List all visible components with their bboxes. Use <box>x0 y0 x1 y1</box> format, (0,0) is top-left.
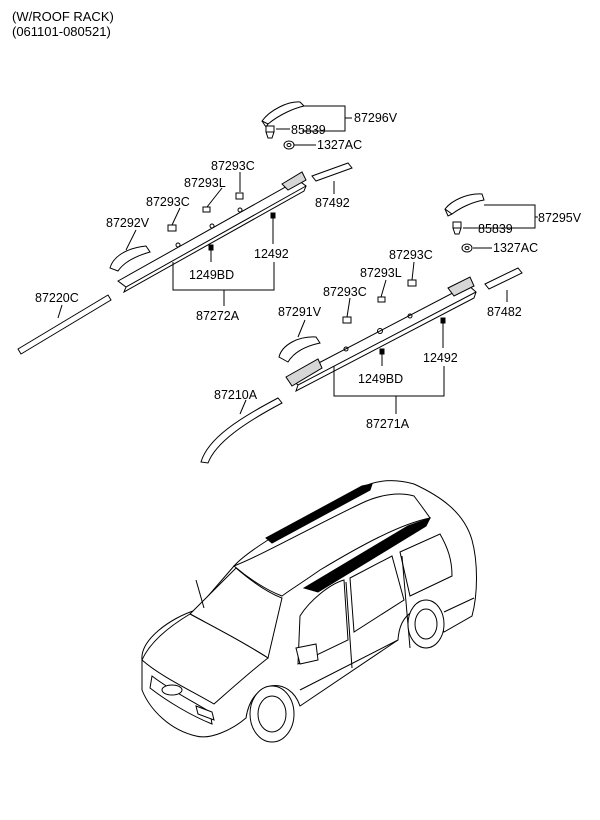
label-1249bd-upper: 1249BD <box>189 268 234 282</box>
part-85839-clip-lower <box>452 221 462 235</box>
label-85839-upper: 85839 <box>291 123 326 137</box>
label-87291v: 87291V <box>278 305 322 319</box>
label-87293l-2: 87293L <box>360 266 402 280</box>
label-1249bd-lower: 1249BD <box>358 372 403 386</box>
label-1327ac-upper: 1327AC <box>317 138 362 152</box>
part-87293c-cap-1 <box>235 192 244 200</box>
label-87293l-1: 87293L <box>184 176 226 190</box>
label-87292v: 87292V <box>106 216 150 230</box>
label-87482: 87482 <box>487 305 522 319</box>
part-87295v-cover <box>444 193 485 215</box>
part-87293l-cap-2 <box>377 296 386 303</box>
label-87272a: 87272A <box>196 309 240 323</box>
part-87271a-rail <box>285 276 477 393</box>
label-12492-upper: 12492 <box>254 247 289 261</box>
label-87296v: 87296V <box>354 111 398 125</box>
label-12492-lower: 12492 <box>423 351 458 365</box>
part-87293c-cap-2 <box>167 224 177 232</box>
part-87220c-moulding <box>17 294 112 355</box>
part-1327ac-nut-upper <box>283 140 295 150</box>
part-1249bd-bolt-upper <box>208 244 214 262</box>
part-12492-bolt-upper <box>270 212 276 228</box>
part-87293c-cap-4 <box>342 316 352 324</box>
label-87271a: 87271A <box>366 417 410 431</box>
header-line-2: (061101-080521) <box>12 24 111 39</box>
label-87492: 87492 <box>315 196 350 210</box>
part-87482-pad <box>484 267 523 290</box>
label-87293c-4: 87293C <box>323 285 367 299</box>
part-87293l-cap-1 <box>202 206 211 213</box>
part-87210a-moulding <box>200 397 283 464</box>
label-87210a: 87210A <box>214 388 258 402</box>
label-1327ac-lower: 1327AC <box>493 241 538 255</box>
label-87293c-3: 87293C <box>389 248 433 262</box>
label-87220c: 87220C <box>35 291 79 305</box>
part-1327ac-nut-lower <box>461 243 473 253</box>
header-line-1: (W/ROOF RACK) <box>12 9 114 24</box>
part-87291v-end-cap <box>278 336 321 363</box>
part-87293c-cap-3 <box>407 279 417 287</box>
label-87293c-2: 87293C <box>146 195 190 209</box>
part-1249bd-bolt-lower <box>379 348 385 366</box>
vehicle-illustration <box>141 480 477 743</box>
part-87296v-cover <box>261 101 305 125</box>
part-85839-clip-upper <box>265 125 275 139</box>
label-87295v: 87295V <box>538 211 582 225</box>
part-87292v-end-cap <box>109 245 151 272</box>
part-87492-pad <box>311 162 353 182</box>
part-87272a-rail <box>117 171 307 294</box>
label-87293c-1: 87293C <box>211 159 255 173</box>
part-12492-bolt-lower <box>440 317 446 334</box>
label-85839-lower: 85839 <box>478 222 513 236</box>
